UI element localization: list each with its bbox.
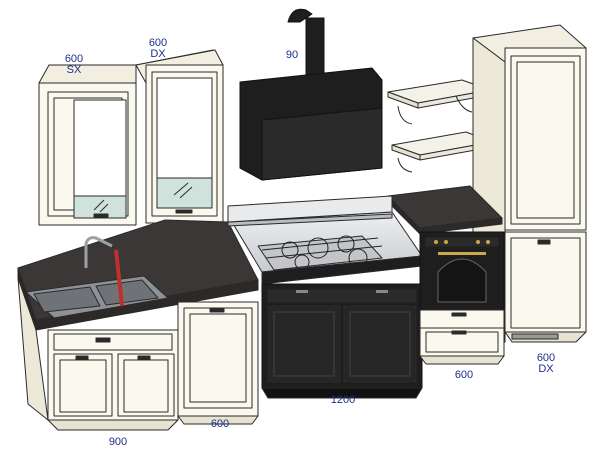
dimension-upper-left-side: SX xyxy=(66,64,82,76)
range-hood xyxy=(239,8,383,181)
sink xyxy=(25,236,169,319)
dimension-upper-left-width: 600 xyxy=(64,53,84,65)
dimension-upper-right-width: 600 xyxy=(148,37,168,49)
dimension-tall-unit: 600 DX xyxy=(532,353,560,375)
dimension-oven-base-width: 600 xyxy=(454,369,474,381)
dimension-oven-base: 600 xyxy=(450,370,478,381)
dimension-drawer-base-width: 600 xyxy=(210,418,230,430)
worktop-right xyxy=(387,185,503,235)
drawer-base-cabinet xyxy=(177,301,259,425)
upper-cabinet-left xyxy=(38,64,137,226)
dimension-upper-left: 600 SX xyxy=(58,54,90,76)
upper-cabinet-right xyxy=(121,49,224,224)
dimension-tall-unit-side: DX xyxy=(538,363,554,375)
dimension-range-width: 1200 xyxy=(330,394,356,406)
dimension-drawer-base: 600 xyxy=(206,419,234,430)
dimension-sink-base-width: 900 xyxy=(108,436,128,448)
backsplash-panel xyxy=(227,195,393,223)
dimension-range: 1200 xyxy=(326,395,360,406)
dimension-sink-base: 900 xyxy=(104,437,132,448)
dimension-tall-unit-width: 600 xyxy=(536,352,556,364)
dimension-upper-right-side: DX xyxy=(150,48,166,60)
range-cooker xyxy=(227,211,423,399)
sink-base-cabinet xyxy=(17,277,179,431)
oven-base-cabinet xyxy=(419,309,505,365)
dimension-hood: 90 xyxy=(282,50,302,61)
built-in-oven xyxy=(419,231,505,311)
dimension-upper-right: 600 DX xyxy=(142,38,174,60)
dimension-hood-width: 90 xyxy=(285,49,299,61)
